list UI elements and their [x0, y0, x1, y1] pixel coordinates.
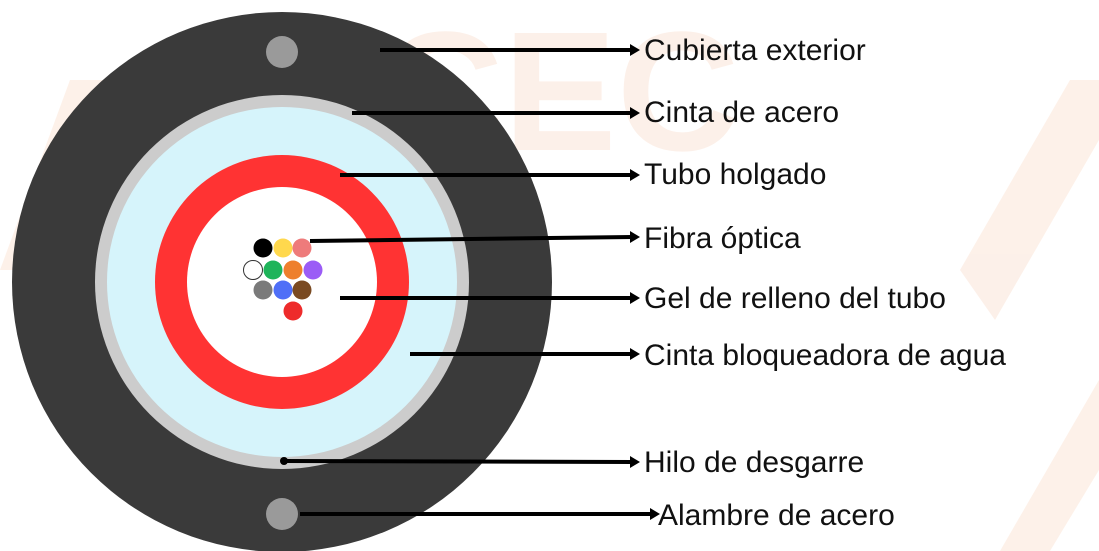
- blue-fiber: [273, 280, 293, 300]
- label-fibra-optica: Fibra óptica: [644, 222, 801, 255]
- brown-fiber: [292, 280, 312, 300]
- label-cinta-de-acero: Cinta de acero: [644, 96, 839, 129]
- leader-line: [283, 459, 633, 464]
- gray-fiber: [253, 280, 273, 300]
- steel-wire-top: [266, 36, 298, 68]
- watermark-shape: [960, 80, 1099, 320]
- steel-wire-bottom: [266, 498, 298, 530]
- label-alambre-de-acero: Alambre de acero: [658, 499, 895, 532]
- red-fiber: [283, 301, 303, 321]
- green-fiber: [263, 260, 283, 280]
- label-hilo-de-desgarre: Hilo de desgarre: [644, 446, 864, 479]
- leader-lines: [283, 44, 660, 520]
- leader-arrow-tip: [630, 169, 640, 181]
- optical-fiber-bundle: [243, 238, 323, 321]
- leader-arrow-tip: [630, 231, 640, 243]
- black-fiber: [253, 238, 273, 258]
- yellow-fiber: [273, 238, 293, 258]
- leader-arrow-tip: [630, 292, 640, 304]
- leader-arrow-tip: [630, 348, 640, 360]
- watermark-shape: [1000, 380, 1099, 551]
- label-cinta-bloqueadora: Cinta bloqueadora de agua: [644, 339, 1006, 372]
- leader-arrow-tip: [630, 456, 640, 468]
- label-cubierta-exterior: Cubierta exterior: [644, 34, 866, 67]
- orange-fiber: [283, 260, 303, 280]
- leader-arrow-tip: [650, 508, 660, 520]
- label-gel-de-relleno: Gel de relleno del tubo: [644, 282, 946, 315]
- label-tubo-holgado: Tubo holgado: [644, 158, 826, 191]
- white-fiber: [243, 260, 263, 280]
- violet-fiber: [303, 260, 323, 280]
- rose-fiber: [292, 238, 312, 258]
- leader-arrow-tip: [630, 44, 640, 56]
- leader-arrow-tip: [630, 107, 640, 119]
- leader-line: [309, 235, 633, 243]
